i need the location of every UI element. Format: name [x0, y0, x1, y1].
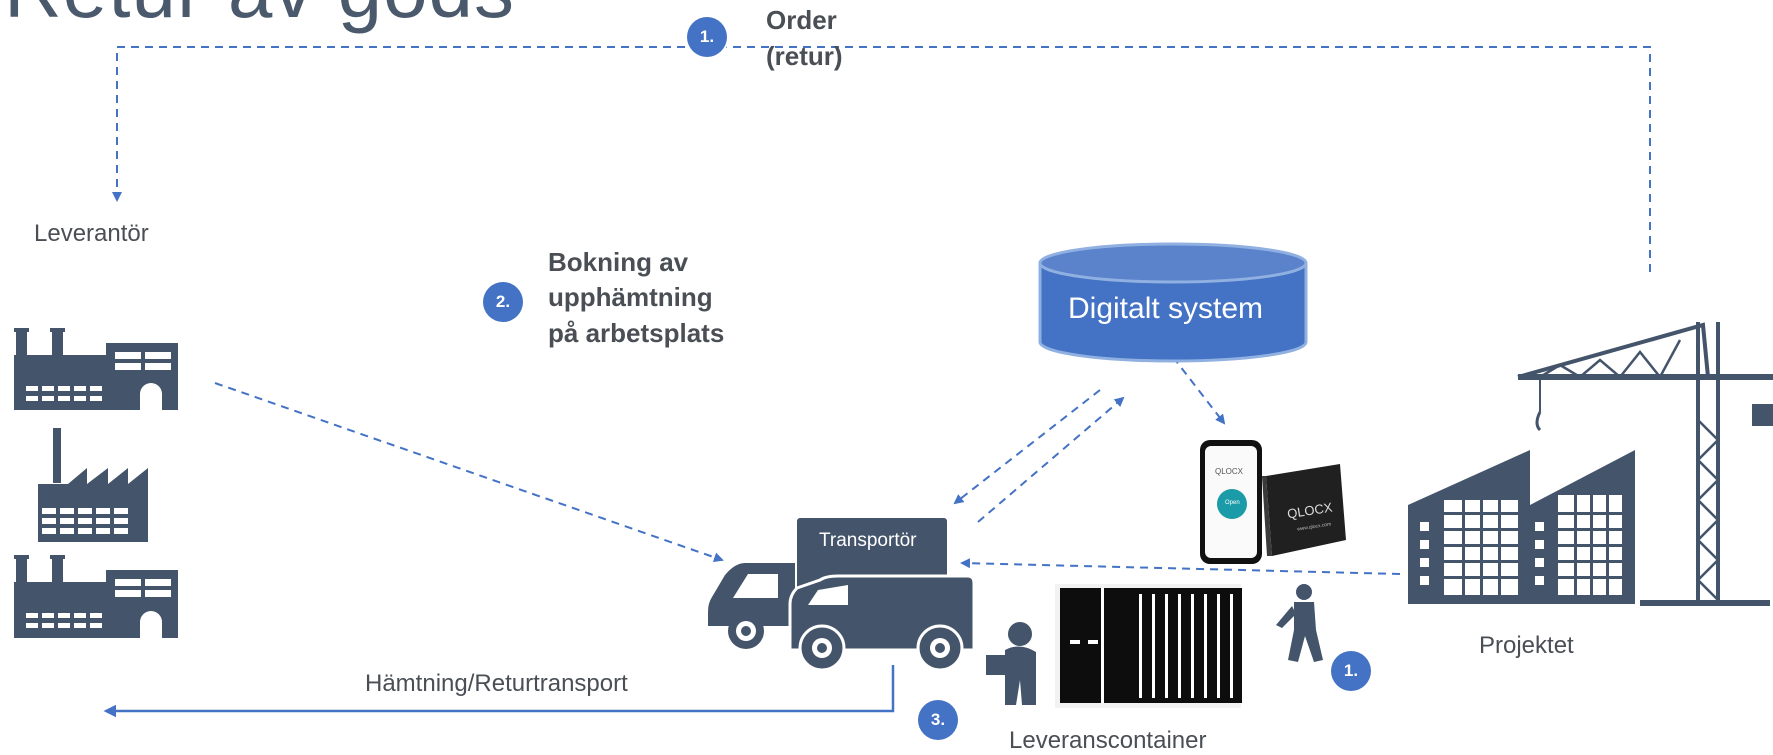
supplier-label: Leverantör: [34, 220, 149, 247]
booking-label-line2: upphämtning: [548, 282, 713, 312]
worker-icon: [1276, 584, 1323, 662]
transport-to-system-arrow: [977, 396, 1125, 523]
step-badge-worker: 1.: [1331, 651, 1371, 691]
order-return-arrow: [112, 46, 1651, 272]
delivery-person-icon: [986, 622, 1036, 705]
factory-icon: [38, 428, 148, 542]
order-label-line2: (retur): [766, 41, 843, 71]
factory-icon: [14, 328, 178, 410]
booking-label-line3: på arbetsplats: [548, 318, 725, 348]
crane-icon: [1517, 322, 1773, 606]
project-to-transport-arrow: [960, 558, 1401, 575]
phone-button-text: Open: [1225, 500, 1240, 506]
return-transport-arrow: [103, 665, 895, 718]
container-label: Leveranscontainer: [1009, 727, 1207, 754]
step-badge-order: 1.: [687, 17, 727, 57]
digital-system-database: [1038, 242, 1308, 363]
carrier-label: Transportör: [819, 530, 917, 551]
digital-system-label: Digitalt system: [1068, 292, 1264, 325]
container-icon: [1055, 584, 1242, 708]
system-to-transport-arrow: [953, 389, 1101, 505]
step-badge-booking: 2.: [483, 282, 523, 322]
project-label: Projektet: [1479, 632, 1574, 659]
building-icon: [1408, 450, 1635, 604]
booking-arrow: [214, 382, 724, 563]
smartphone-icon: [1200, 440, 1262, 564]
factory-icon: [14, 555, 178, 638]
lock-box-icon: [1262, 464, 1346, 556]
return-transport-label: Hämtning/Returtransport: [365, 670, 628, 697]
order-label-line1: Order: [766, 5, 837, 35]
system-to-device-arrow: [1172, 356, 1226, 425]
step-badge-pickup: 3.: [918, 700, 958, 740]
page-title: Retur av gods: [4, 0, 515, 36]
booking-label-line1: Bokning av: [548, 247, 689, 277]
van-icon: [788, 574, 976, 672]
crane-counterweight: [1752, 404, 1773, 426]
phone-logo: QLOCX: [1215, 467, 1244, 476]
